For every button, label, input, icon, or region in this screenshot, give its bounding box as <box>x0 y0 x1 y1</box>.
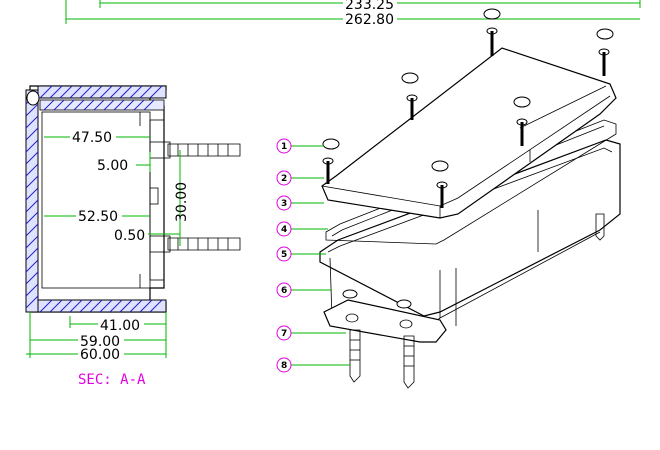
top-dimension-group: 233.25 262.80 <box>65 0 641 28</box>
dim-262-80: 262.80 <box>345 12 394 28</box>
callout-5-label: 5 <box>281 250 287 260</box>
screw-caps <box>322 8 614 309</box>
callout-4 <box>276 221 292 237</box>
dim-41-00: 41.00 <box>100 318 140 334</box>
callout-1-label: 1 <box>281 142 287 152</box>
callout-7-label: 7 <box>281 329 287 339</box>
callout-5 <box>276 246 292 262</box>
callout-group: 1 2 3 4 5 6 7 8 <box>276 138 350 373</box>
callout-3-label: 3 <box>281 199 287 209</box>
section-label: SEC: A-A <box>78 372 146 388</box>
callout-8 <box>276 357 292 373</box>
section-view: 47.50 5.00 30.00 52.50 0.50 41.00 59.00 … <box>25 85 241 388</box>
section-screw-lower <box>149 235 241 253</box>
section-screw-upper <box>149 141 241 159</box>
dim-47-50: 47.50 <box>72 130 112 146</box>
callout-8-label: 8 <box>281 361 287 371</box>
dim-233-25: 233.25 <box>345 0 394 13</box>
dim-60-00: 60.00 <box>80 347 120 363</box>
dim-5-00: 5.00 <box>97 158 128 174</box>
callout-2 <box>276 170 292 186</box>
callout-2-label: 2 <box>281 174 287 184</box>
wall-anchors <box>349 213 605 389</box>
callout-3 <box>276 195 292 211</box>
exploded-view <box>319 8 621 389</box>
dim-0-50: 0.50 <box>114 228 145 244</box>
dim-30-00: 30.00 <box>174 182 190 222</box>
callout-7 <box>276 325 292 341</box>
callout-6 <box>276 282 292 298</box>
callout-4-label: 4 <box>281 225 287 235</box>
dim-52-50: 52.50 <box>78 209 118 225</box>
callout-1 <box>276 138 292 154</box>
callout-6-label: 6 <box>281 286 287 296</box>
lid-screws <box>322 27 610 208</box>
